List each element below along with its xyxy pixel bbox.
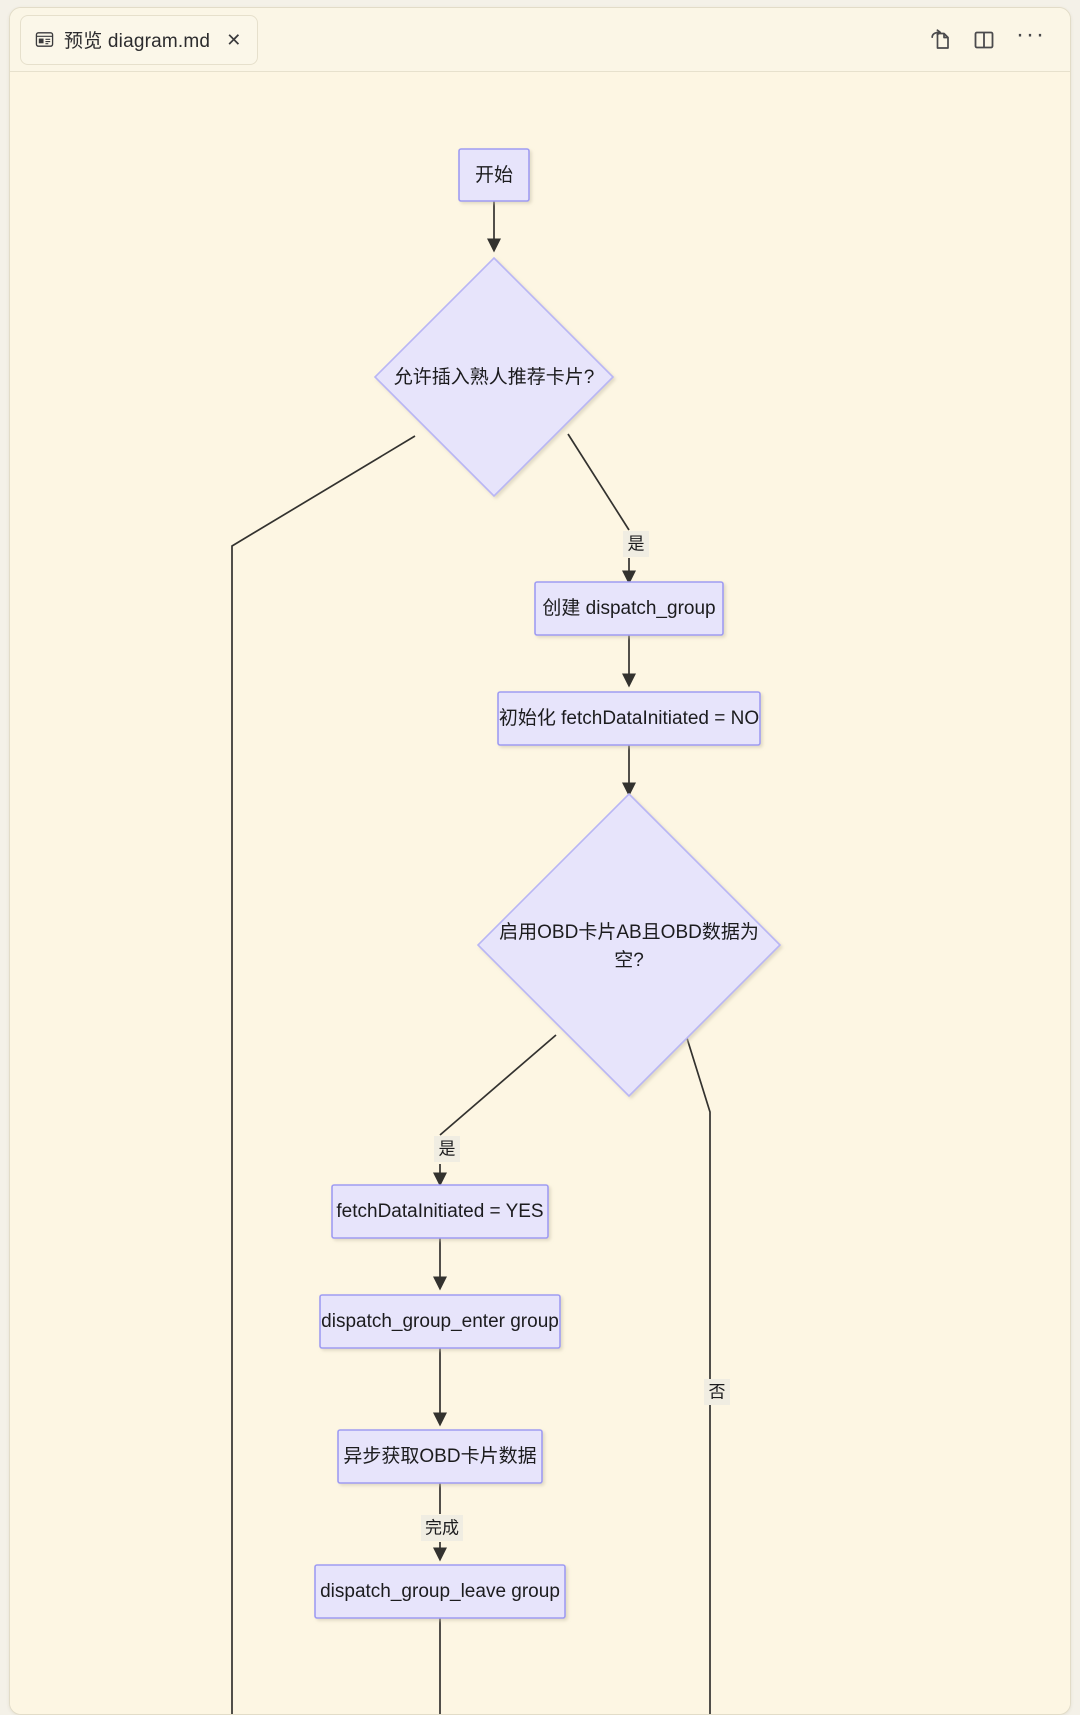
editor-tabbar: 预览 diagram.md ✕	[10, 8, 1070, 72]
flow-node-start[interactable]: 开始	[458, 148, 530, 202]
flow-node-obd-check-label-line1: 启用OBD卡片AB且OBD数据为	[499, 921, 759, 943]
markdown-preview-pane[interactable]: 开始 允许插入熟人推荐卡片? 创建 dispatch_group 初始化 fet…	[10, 72, 1070, 1714]
edge-label-no-obd-check: 否	[704, 1379, 730, 1405]
preview-pane-icon	[35, 30, 54, 49]
flow-node-obd-check-label-line2: 空?	[614, 949, 644, 971]
flow-node-create-group-label: 创建 dispatch_group	[542, 597, 715, 619]
open-in-new-window-icon[interactable]	[928, 28, 952, 52]
mermaid-flowchart: 开始 允许插入熟人推荐卡片? 创建 dispatch_group 初始化 fet…	[231, 148, 782, 1714]
flow-node-enter-group[interactable]: dispatch_group_enter group	[319, 1294, 561, 1349]
svg-text:完成: 完成	[425, 1518, 459, 1537]
edge-obdcheck-no	[685, 1034, 711, 1714]
tab-title: 预览 diagram.md	[64, 31, 211, 52]
edge-label-yes-obd-check: 是	[434, 1136, 460, 1162]
flow-node-fetch-async[interactable]: 异步获取OBD卡片数据	[337, 1429, 543, 1484]
flow-node-init-flag-label: 初始化 fetchDataInitiated = NO	[499, 707, 759, 729]
close-icon[interactable]: ✕	[226, 29, 242, 50]
edge-label-yes-allow-insert: 是	[623, 531, 649, 557]
flow-node-leave-group-label: dispatch_group_leave group	[320, 1581, 560, 1602]
edge-obdcheck-yes-seg1	[439, 1034, 557, 1136]
flow-node-allow-insert-label: 允许插入熟人推荐卡片?	[394, 366, 595, 388]
flow-node-init-flag[interactable]: 初始化 fetchDataInitiated = NO	[497, 691, 761, 746]
edge-allowinsert-yes-seg1	[567, 433, 630, 531]
edge-label-done-fetch-async: 完成	[421, 1515, 463, 1541]
svg-text:是: 是	[439, 1139, 456, 1158]
flow-node-set-yes[interactable]: fetchDataInitiated = YES	[331, 1184, 549, 1239]
edge-allowinsert-no-branch	[231, 435, 416, 1714]
flow-node-set-yes-label: fetchDataInitiated = YES	[336, 1201, 543, 1222]
split-editor-icon[interactable]	[972, 28, 996, 52]
flow-node-obd-check[interactable]: 启用OBD卡片AB且OBD数据为 空?	[476, 792, 782, 1098]
flow-node-fetch-async-label: 异步获取OBD卡片数据	[343, 1445, 536, 1467]
editor-window: 预览 diagram.md ✕	[9, 7, 1071, 1715]
flow-node-start-label: 开始	[475, 164, 513, 186]
svg-text:否: 否	[709, 1382, 726, 1401]
more-actions-icon[interactable]: ···	[1016, 20, 1046, 48]
flow-node-allow-insert[interactable]: 允许插入熟人推荐卡片?	[373, 256, 615, 498]
tab-preview-diagram-md[interactable]: 预览 diagram.md ✕	[20, 14, 259, 65]
flow-node-leave-group[interactable]: dispatch_group_leave group	[314, 1564, 566, 1619]
flow-node-create-group[interactable]: 创建 dispatch_group	[534, 581, 724, 636]
flow-node-enter-group-label: dispatch_group_enter group	[321, 1311, 559, 1332]
tabbar-actions: ···	[928, 20, 1070, 52]
svg-text:是: 是	[628, 534, 645, 553]
